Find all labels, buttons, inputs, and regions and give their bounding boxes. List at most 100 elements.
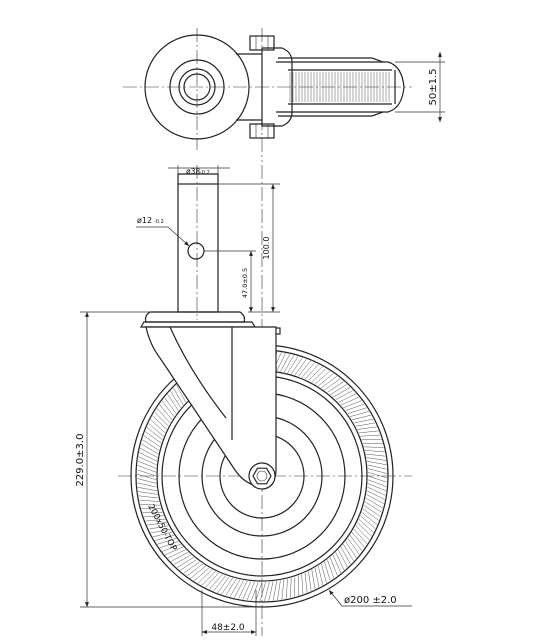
tread-hatch-line [345, 541, 357, 558]
tread-hatch-line [205, 572, 220, 588]
tread-hatch-line [365, 453, 386, 457]
dim-wheel-diameter-leader [328, 589, 412, 607]
tread-hatch-line [345, 403, 365, 411]
tread-hatch-line [186, 563, 203, 577]
stem [177, 183, 219, 313]
top-view: 50±1.5 [123, 28, 445, 162]
tread-hatch-line [183, 561, 200, 574]
tread-hatch-line [276, 353, 286, 372]
tread-hatch-line [338, 393, 357, 403]
tread-hatch-line [143, 515, 164, 518]
tread-hatch-line [324, 378, 341, 391]
top-view-bearing-inner [178, 68, 216, 106]
tread-hatch-line [238, 580, 248, 599]
top-view-fork-lines [236, 53, 262, 121]
tread-hatch-line [217, 576, 230, 593]
tread-hatch-line [280, 353, 291, 372]
tread-hatch-line [360, 515, 376, 529]
tread-hatch-line [137, 486, 158, 492]
tread-hatch-line [194, 567, 210, 582]
tread-hatch-line [167, 549, 186, 559]
tread-hatch-line [146, 427, 163, 440]
tread-hatch-line [159, 541, 179, 549]
tread-hatch-line [290, 357, 303, 375]
tread-hatch-line [152, 531, 173, 538]
tread-hatch-line [264, 581, 270, 602]
tread-hatch-line [366, 460, 387, 466]
tread-hatch-line [259, 581, 266, 602]
swivel-plate [144, 311, 246, 323]
tread-hatch-line [351, 532, 365, 548]
tread-hatch-line [173, 554, 192, 565]
tread-hatch-line [137, 465, 157, 473]
tread-hatch-line [233, 580, 244, 599]
tread-hatch-line [367, 475, 387, 483]
tread-hatch-line [157, 538, 177, 545]
tread-hatch-line [301, 574, 304, 595]
tread-hatch-line [176, 556, 195, 568]
tread-hatch-line [142, 512, 163, 514]
tread-hatch-line [140, 504, 161, 506]
tread-hatch-line [283, 355, 295, 373]
swivel-race [139, 321, 257, 328]
wheel-tread-hatch [136, 350, 388, 602]
dim-wheel-diameter-label: ø200 ±2.0 [344, 595, 397, 606]
tread-hatch-line [342, 543, 354, 562]
tread-hatch-line [145, 518, 166, 522]
stem-chamfer [177, 173, 219, 184]
tread-hatch-line [367, 472, 388, 479]
tread-hatch-line [366, 494, 385, 505]
tread-hatch-line [362, 508, 379, 521]
tread-hatch-line [138, 495, 159, 499]
tread-hatch-line [294, 359, 307, 376]
tread-hatch-line [277, 580, 281, 601]
tread-hatch-line [349, 411, 370, 417]
tread-hatch-line [304, 572, 308, 593]
tread-hatch-line [321, 563, 327, 584]
tread-hatch-line [364, 501, 382, 513]
fork-curve [169, 326, 227, 419]
tread-hatch-line [137, 460, 157, 469]
dim-total-height-label: 229.0±3.0 [75, 434, 86, 487]
dim-stem-length-label: 100.0 [262, 237, 271, 260]
tread-hatch-line [308, 571, 312, 591]
top-view-bore [183, 73, 211, 101]
tread-hatch-line [304, 364, 319, 380]
tread-hatch-line [367, 468, 388, 474]
tread-hatch-line [329, 557, 338, 576]
top-view-nut [249, 123, 275, 139]
tread-hatch-line [148, 525, 169, 530]
tread-hatch-line [329, 384, 348, 396]
tread-hatch-line [355, 525, 370, 541]
tread-hatch-line [145, 431, 162, 444]
top-view-wheel [276, 61, 405, 113]
tread-hatch-line [314, 370, 330, 385]
tread-hatch-line [139, 452, 158, 462]
tread-hatch-line [353, 418, 374, 424]
tread-hatch-line [142, 439, 160, 451]
tread-hatch-line [255, 581, 263, 601]
tread-hatch-line [201, 571, 216, 586]
tread-hatch-line [136, 478, 157, 484]
tread-hatch-line [327, 381, 344, 393]
tread-hatch-line [332, 387, 351, 398]
dim-hole-position-label: 47.0±0.5 [241, 268, 249, 298]
tread-hatch-line [272, 580, 278, 601]
top-view-bearing-outer [169, 59, 225, 115]
tread-hatch-line [340, 396, 360, 406]
tread-hatch-line [173, 387, 184, 406]
tread-hatch-line [229, 579, 241, 597]
tread-hatch-line [170, 390, 182, 409]
tread-hatch-line [285, 578, 288, 599]
tread-hatch-line [301, 362, 315, 378]
tread-hatch-line [318, 373, 334, 387]
tread-hatch-line [314, 567, 320, 588]
tread-hatch-line [209, 574, 223, 590]
top-view-tread-hatch [289, 72, 390, 102]
dim-hole-diameter-tol: -0.2 [154, 219, 164, 225]
tread-hatch-line [287, 356, 299, 374]
tread-hatch-line [298, 575, 300, 596]
tread-hatch-line [164, 397, 177, 414]
dim-hole-leader [136, 226, 190, 247]
tread-hatch-line [150, 419, 166, 434]
